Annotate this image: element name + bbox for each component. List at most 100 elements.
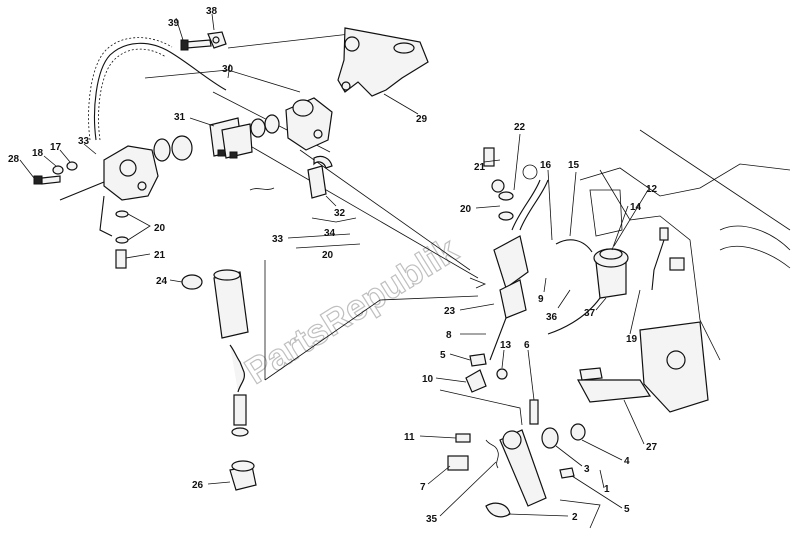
callout: 5 bbox=[624, 504, 630, 515]
callout: 14 bbox=[630, 202, 642, 213]
leader bbox=[623, 399, 645, 445]
return-spring bbox=[485, 439, 499, 469]
callout: 19 bbox=[626, 334, 638, 345]
callout: 21 bbox=[154, 250, 166, 261]
banjo-bolt bbox=[491, 179, 505, 193]
leader bbox=[557, 289, 571, 309]
callout: 3 bbox=[584, 464, 590, 475]
leader bbox=[311, 217, 357, 223]
piston-seal bbox=[153, 138, 171, 162]
callout: 39 bbox=[168, 18, 180, 29]
bracket-hole bbox=[666, 350, 686, 370]
callout: 11 bbox=[404, 432, 415, 443]
callout: 13 bbox=[500, 340, 512, 351]
callout: 36 bbox=[546, 312, 558, 323]
callout: 37 bbox=[584, 308, 596, 319]
piston-seal bbox=[250, 118, 266, 138]
caliper-half-right bbox=[285, 97, 333, 151]
reservoir-hose bbox=[547, 297, 601, 335]
callout: 22 bbox=[514, 122, 526, 133]
guide-line bbox=[227, 33, 351, 49]
pedal-rubber bbox=[485, 502, 511, 518]
guide-line bbox=[144, 69, 301, 93]
callout: 27 bbox=[646, 442, 658, 453]
callout: 8 bbox=[446, 330, 452, 341]
caliper-hole bbox=[313, 129, 323, 139]
bolt-39 bbox=[180, 39, 212, 51]
callout: 4 bbox=[624, 456, 630, 467]
callout: 18 bbox=[32, 148, 44, 159]
gear-symbol bbox=[522, 164, 538, 180]
connector bbox=[669, 257, 685, 271]
leader bbox=[383, 93, 419, 115]
nut-5 bbox=[469, 353, 487, 367]
callout: 1 bbox=[604, 484, 610, 495]
leader bbox=[207, 481, 231, 485]
callout: 34 bbox=[324, 228, 336, 239]
guide-lines bbox=[144, 33, 601, 529]
callout: 16 bbox=[540, 160, 552, 171]
callout: 32 bbox=[334, 208, 346, 219]
brake-hose bbox=[519, 179, 549, 231]
callout: 28 bbox=[8, 154, 20, 165]
boot bbox=[719, 225, 791, 251]
leader bbox=[599, 469, 605, 489]
caliper-half-left bbox=[59, 145, 159, 237]
bolt-6 bbox=[529, 399, 539, 425]
bolt-21 bbox=[483, 147, 495, 167]
watermark-text: PartsRepublik bbox=[238, 228, 466, 392]
callout: 6 bbox=[524, 340, 530, 351]
bushing-3 bbox=[541, 427, 559, 449]
callout: 17 bbox=[50, 142, 62, 153]
caliper-bore bbox=[292, 99, 314, 117]
sensor bbox=[659, 227, 669, 241]
callout: 35 bbox=[426, 514, 438, 525]
callout: 5 bbox=[440, 350, 446, 361]
bleed-screw-head bbox=[33, 175, 43, 185]
leader bbox=[435, 377, 467, 383]
clip-hole bbox=[212, 36, 220, 44]
callout: 9 bbox=[538, 294, 544, 305]
leader bbox=[227, 63, 231, 79]
guide-line bbox=[239, 139, 479, 279]
coiled-brake-hose bbox=[88, 37, 227, 141]
leader bbox=[555, 445, 583, 467]
washer bbox=[498, 191, 514, 201]
hose-coil bbox=[88, 37, 173, 141]
callout: 24 bbox=[156, 276, 168, 287]
leader bbox=[449, 353, 471, 361]
leader bbox=[43, 155, 57, 167]
callout: 20 bbox=[154, 223, 166, 234]
seal bbox=[231, 427, 249, 437]
push-rod bbox=[489, 317, 507, 361]
leader bbox=[59, 149, 71, 163]
callout: 31 bbox=[174, 112, 186, 123]
frame-line bbox=[579, 163, 791, 197]
leader bbox=[527, 349, 535, 401]
callout: 23 bbox=[444, 306, 456, 317]
brake-pedal bbox=[447, 353, 586, 518]
fitting-clamp bbox=[313, 155, 333, 169]
fluid-reservoir bbox=[547, 239, 629, 335]
hose-line bbox=[94, 42, 227, 141]
bolt-21 bbox=[115, 249, 127, 269]
spring bbox=[229, 344, 245, 393]
banjo-fitting-24 bbox=[181, 274, 203, 290]
bracket bbox=[589, 189, 623, 237]
reservoir-hose bbox=[555, 239, 593, 253]
leader bbox=[629, 289, 641, 335]
frame-section bbox=[579, 129, 791, 361]
dust-cap bbox=[66, 161, 78, 171]
master-cylinder-right bbox=[483, 147, 549, 361]
leader bbox=[571, 475, 623, 509]
leader bbox=[483, 159, 501, 163]
boot bbox=[719, 245, 791, 269]
callout: 21 bbox=[474, 162, 486, 173]
fitting-body bbox=[307, 165, 327, 199]
callout: 20 bbox=[460, 204, 472, 215]
pin bbox=[59, 181, 105, 201]
piston bbox=[171, 135, 193, 161]
leader bbox=[189, 117, 215, 127]
cylinder-body bbox=[213, 271, 249, 339]
